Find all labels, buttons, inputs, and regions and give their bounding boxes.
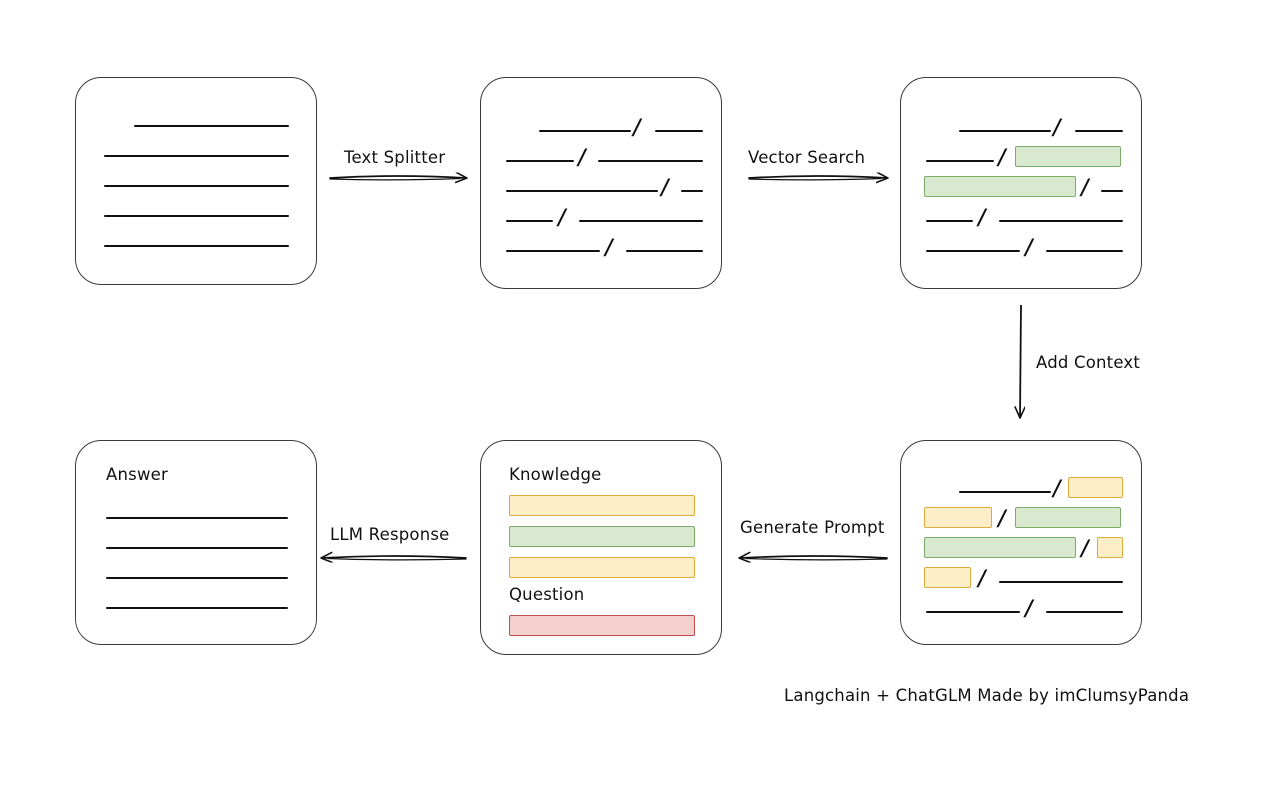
edge-text-splitter-label: Text Splitter <box>344 148 446 167</box>
edge-text-splitter[interactable] <box>329 176 466 181</box>
text-line-segment <box>1101 190 1123 192</box>
text-line-segment <box>106 577 288 579</box>
chunk-separator-slash: / <box>978 565 986 590</box>
text-line-segment <box>134 125 289 127</box>
text-line-segment <box>506 160 574 162</box>
chunk-separator-slash: / <box>998 505 1006 530</box>
text-line-segment <box>959 491 1051 493</box>
answer-heading: Answer <box>106 465 168 484</box>
edge-add-context[interactable] <box>1020 304 1021 417</box>
text-line-segment <box>926 611 1020 613</box>
text-line-segment <box>106 547 288 549</box>
text-line-segment <box>106 517 288 519</box>
text-line-segment <box>999 220 1123 222</box>
edge-add-context-label: Add Context <box>1036 353 1141 372</box>
chunk-separator-slash: / <box>1025 234 1033 259</box>
context-enriched-box[interactable]: / / / / / <box>900 440 1142 645</box>
text-line-segment <box>1046 250 1123 252</box>
text-line-segment <box>104 215 289 217</box>
text-line-segment <box>655 130 703 132</box>
edge-generate-prompt[interactable] <box>740 556 888 561</box>
arrow-shaft <box>329 176 466 178</box>
chunk-separator-slash: / <box>1081 174 1089 199</box>
text-line-segment <box>506 220 553 222</box>
text-line-segment <box>579 220 703 222</box>
prompt-heading: Knowledge <box>509 465 602 484</box>
chunk-separator-slash: / <box>558 204 566 229</box>
highlighted-chunk-green[interactable] <box>924 176 1076 197</box>
chunk-separator-slash: / <box>578 144 586 169</box>
edge-llm-response[interactable] <box>322 556 467 561</box>
text-line-segment <box>999 581 1123 583</box>
text-line-segment <box>959 130 1051 132</box>
arrow-shaft-secondary <box>745 557 888 561</box>
chunk-separator-slash: / <box>998 144 1006 169</box>
highlighted-chunk-yellow[interactable] <box>924 507 992 528</box>
chunk-separator-slash: / <box>978 204 986 229</box>
arrow-shaft-secondary <box>327 557 467 561</box>
text-line-segment <box>104 245 289 247</box>
text-line-segment <box>626 250 703 252</box>
chunk-separator-slash: / <box>1053 114 1061 139</box>
chunk-separator-slash: / <box>1053 475 1061 500</box>
chunk-separator-slash: / <box>1081 535 1089 560</box>
text-line-segment <box>926 250 1020 252</box>
text-line-segment <box>506 190 658 192</box>
text-line-segment <box>926 160 994 162</box>
chunk-separator-slash: / <box>661 174 669 199</box>
answer-box[interactable]: Answer <box>75 440 317 645</box>
arrow-shaft <box>1020 304 1021 417</box>
prompt-bar-green[interactable] <box>509 526 695 547</box>
arrow-shaft <box>748 176 887 178</box>
text-line-segment <box>506 250 600 252</box>
chunk-separator-slash: / <box>633 114 641 139</box>
prompt-bar-yellow[interactable] <box>509 557 695 578</box>
prompt-bar-red[interactable] <box>509 615 695 636</box>
highlighted-chunk-yellow[interactable] <box>924 567 971 588</box>
edge-vector-search-label: Vector Search <box>748 148 866 167</box>
source-document-box[interactable] <box>75 77 317 285</box>
highlighted-chunk-green[interactable] <box>924 537 1076 558</box>
text-line-segment <box>104 155 289 157</box>
highlighted-chunk-green[interactable] <box>1015 146 1121 167</box>
prompt-heading: Question <box>509 585 585 604</box>
text-line-segment <box>539 130 631 132</box>
text-line-segment <box>598 160 703 162</box>
text-line-segment <box>1075 130 1123 132</box>
edge-llm-response-label: LLM Response <box>330 525 450 544</box>
arrow-shaft <box>740 556 888 558</box>
highlighted-chunk-green[interactable] <box>1015 507 1121 528</box>
text-line-segment <box>1046 611 1123 613</box>
highlighted-chunk-yellow[interactable] <box>1068 477 1123 498</box>
text-line-segment <box>104 185 289 187</box>
highlighted-chunk-yellow[interactable] <box>1097 537 1123 558</box>
text-line-segment <box>926 220 973 222</box>
chunk-separator-slash: / <box>1025 595 1033 620</box>
prompt-bar-yellow[interactable] <box>509 495 695 516</box>
text-line-segment <box>106 607 288 609</box>
edge-vector-search[interactable] <box>748 176 887 181</box>
arrow-shaft-secondary <box>748 177 882 181</box>
arrow-shaft <box>322 556 467 558</box>
vector-matches-box[interactable]: / / / / / <box>900 77 1142 289</box>
text-line-segment <box>681 190 703 192</box>
footer-credit: Langchain + ChatGLM Made by imClumsyPand… <box>784 686 1190 705</box>
edge-generate-prompt-label: Generate Prompt <box>740 518 885 537</box>
chunk-separator-slash: / <box>605 234 613 259</box>
split-chunks-box[interactable]: / / / / / <box>480 77 722 289</box>
arrow-shaft-secondary <box>329 177 461 181</box>
